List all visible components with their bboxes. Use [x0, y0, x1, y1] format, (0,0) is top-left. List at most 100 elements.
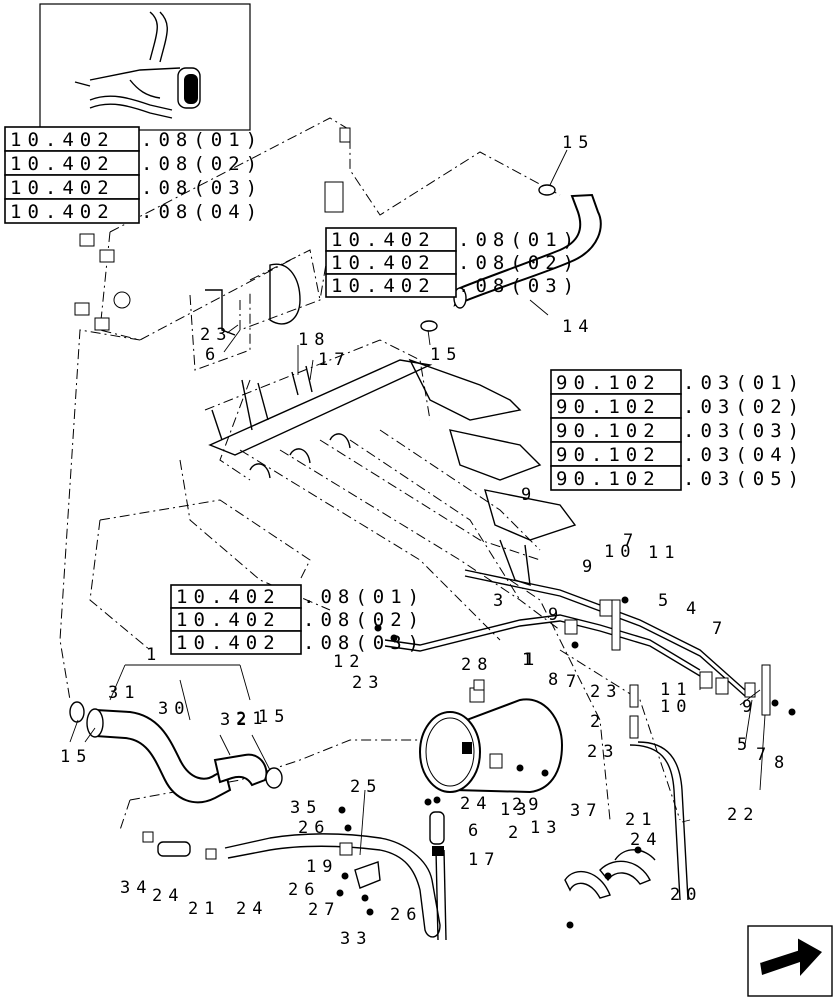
callout-number: 24: [236, 899, 268, 919]
reference-tables: 10.402.08(01)10.402.08(02)10.402.08(03)1…: [4, 126, 805, 655]
callout-number: 19: [306, 857, 338, 877]
ref-row[interactable]: 10.402 .08(01): [4, 126, 263, 152]
ref-box-label: 10.402: [331, 275, 436, 297]
callout-number: 37: [570, 801, 602, 821]
ref-suffix: .08(02): [458, 252, 580, 274]
callout-number: 15: [60, 747, 92, 767]
callout-number: 9: [521, 485, 537, 505]
callout-number: 20: [670, 885, 702, 905]
ref-suffix: .08(02): [141, 153, 263, 175]
ref-row[interactable]: 10.402.08(01): [170, 584, 425, 609]
ref-suffix: .08(03): [141, 177, 263, 199]
callout-number: 12: [333, 652, 365, 672]
callout-number: 10: [660, 697, 692, 717]
ref-row[interactable]: 10.402 .08(03): [4, 174, 263, 200]
ref-box: [325, 273, 457, 298]
callout-number: 24: [460, 794, 492, 814]
callout-number: 17: [318, 350, 350, 370]
callout-number: 33: [340, 929, 372, 949]
callout-number: 11: [648, 543, 680, 563]
callout-number: 14: [562, 317, 594, 337]
manifold-bar: [208, 358, 577, 587]
callout-number: 27: [308, 900, 340, 920]
callout-number: 9: [582, 557, 598, 577]
ref-box: [550, 393, 682, 419]
callout-number: 29: [512, 795, 544, 815]
ref-row[interactable]: 10.402 .08(03): [325, 273, 580, 298]
callout-number: 10: [604, 542, 636, 562]
ref-box-label: 90.102: [556, 444, 661, 466]
callout-number: 11: [660, 680, 692, 700]
callout-number: 32: [220, 710, 252, 730]
callout-number: 25: [350, 777, 382, 797]
ref-row[interactable]: 10.402 .08(02): [325, 250, 580, 275]
callout-number: 30: [158, 699, 190, 719]
ref-box-label: 90.102: [556, 420, 661, 442]
callout-number: 31: [108, 683, 140, 703]
callout-number: 15: [258, 707, 290, 727]
ref-box: [550, 465, 682, 491]
callout-number: 9: [742, 697, 758, 717]
callout-number: 34: [120, 878, 152, 898]
callout-number: 2: [508, 823, 524, 843]
callout-number: 6: [468, 821, 484, 841]
callout-number: 1: [524, 650, 540, 670]
leader-lines: [69, 149, 766, 856]
callout-number: 21: [188, 899, 220, 919]
ref-box-label: 10.402: [10, 177, 115, 199]
ref-row[interactable]: 10.402 .08(03): [170, 630, 425, 655]
ref-box-label: 90.102: [556, 396, 661, 418]
ref-row[interactable]: 90.102.03(01): [550, 369, 805, 395]
callout-number: 9: [548, 605, 564, 625]
callout-number: 13: [530, 818, 562, 838]
callout-number: 13: [500, 800, 532, 820]
ref-row[interactable]: 90.102 .03(03): [550, 417, 805, 443]
ref-row[interactable]: 90.102 .03(02): [550, 393, 805, 419]
ref-suffix: .03(02): [683, 396, 805, 418]
ref-suffix: .08(03): [458, 275, 580, 297]
frame-brackets: [74, 127, 351, 336]
ref-row[interactable]: 10.402.08(02): [170, 607, 425, 632]
ref-suffix: .08(01): [458, 229, 580, 251]
callout-number: 23: [587, 742, 619, 762]
callout-number: 17: [468, 850, 500, 870]
callout-number: 2: [590, 712, 606, 732]
ref-suffix: .08(01): [141, 129, 263, 151]
ref-box-label: 10.402: [331, 252, 436, 274]
ref-box-label: 10.402: [176, 632, 281, 654]
ref-suffix: .03(03): [683, 420, 805, 442]
ref-row[interactable]: 10.402.08(02): [4, 150, 263, 176]
callout-number: 5: [737, 735, 753, 755]
callout-number: 23: [352, 673, 384, 693]
ref-suffix: .08(03): [303, 632, 425, 654]
callout-number: 22: [727, 805, 759, 825]
ref-box-label: 10.402: [10, 129, 115, 151]
callout-number: 15: [430, 345, 462, 365]
ref-suffix: .03(04): [683, 444, 805, 466]
pipe-lower: [142, 811, 447, 941]
fasteners: [336, 596, 796, 929]
ref-box: [4, 150, 140, 176]
exhaust-pipe-upper: [420, 184, 602, 332]
callout-number: 1: [522, 650, 538, 670]
callout-number: 26: [390, 905, 422, 925]
fuel-lines: [384, 569, 771, 901]
ref-row[interactable]: 90.102.03(05): [550, 465, 805, 491]
hoses-lower-left: [69, 701, 283, 804]
ref-row[interactable]: 10.402.08(04): [4, 198, 263, 224]
ref-row[interactable]: 90.102 .03(04): [550, 441, 805, 467]
tank: [419, 679, 564, 794]
callout-number: 15: [562, 133, 594, 153]
ref-box-label: 90.102: [556, 468, 661, 490]
callout-number: 26: [298, 818, 330, 838]
callout-number: 7: [712, 619, 728, 639]
callout-number: 3: [493, 591, 509, 611]
navigation-arrow-icon[interactable]: [747, 925, 833, 997]
callout-number: 8: [548, 670, 564, 690]
callout-number: 1: [146, 645, 162, 665]
thumbnail-overview-image[interactable]: [39, 3, 251, 131]
callout-number: 5: [658, 591, 674, 611]
ref-row[interactable]: 10.402.08(01): [325, 227, 580, 252]
ref-suffix: .08(04): [141, 201, 263, 223]
